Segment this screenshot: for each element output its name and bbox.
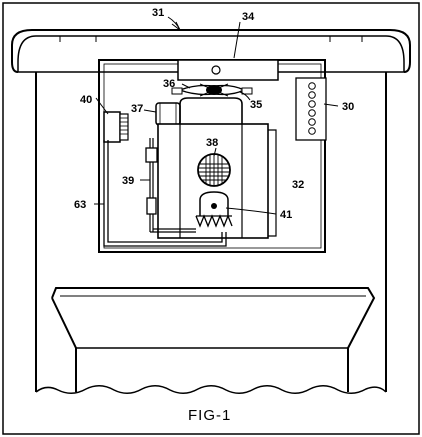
label-32: 32: [292, 179, 304, 191]
label-37: 37: [131, 103, 143, 115]
figure-caption: FIG-1: [188, 407, 231, 424]
wiring-63: [103, 140, 227, 247]
filter-41: [195, 191, 233, 228]
label-36: 36: [163, 78, 175, 90]
label-35: 35: [250, 99, 262, 111]
sensor-tube-39: [145, 138, 196, 233]
motor-37: [155, 102, 181, 126]
grille-38: [197, 153, 231, 187]
label-34: 34: [242, 11, 255, 23]
lamp-assembly: [171, 83, 253, 97]
control-panel-30: [295, 77, 327, 141]
label-63: 63: [74, 199, 86, 211]
label-41: 41: [280, 209, 292, 221]
label-39: 39: [122, 175, 134, 187]
label-30: 30: [342, 101, 354, 113]
bracket-34: [177, 59, 279, 81]
lower-tray: [51, 287, 376, 392]
housing-body: [35, 72, 387, 394]
control-unit-40: [103, 111, 129, 143]
label-40: 40: [80, 94, 92, 106]
leader-lines: [94, 16, 339, 215]
label-38: 38: [206, 137, 218, 149]
label-31: 31: [152, 7, 164, 19]
